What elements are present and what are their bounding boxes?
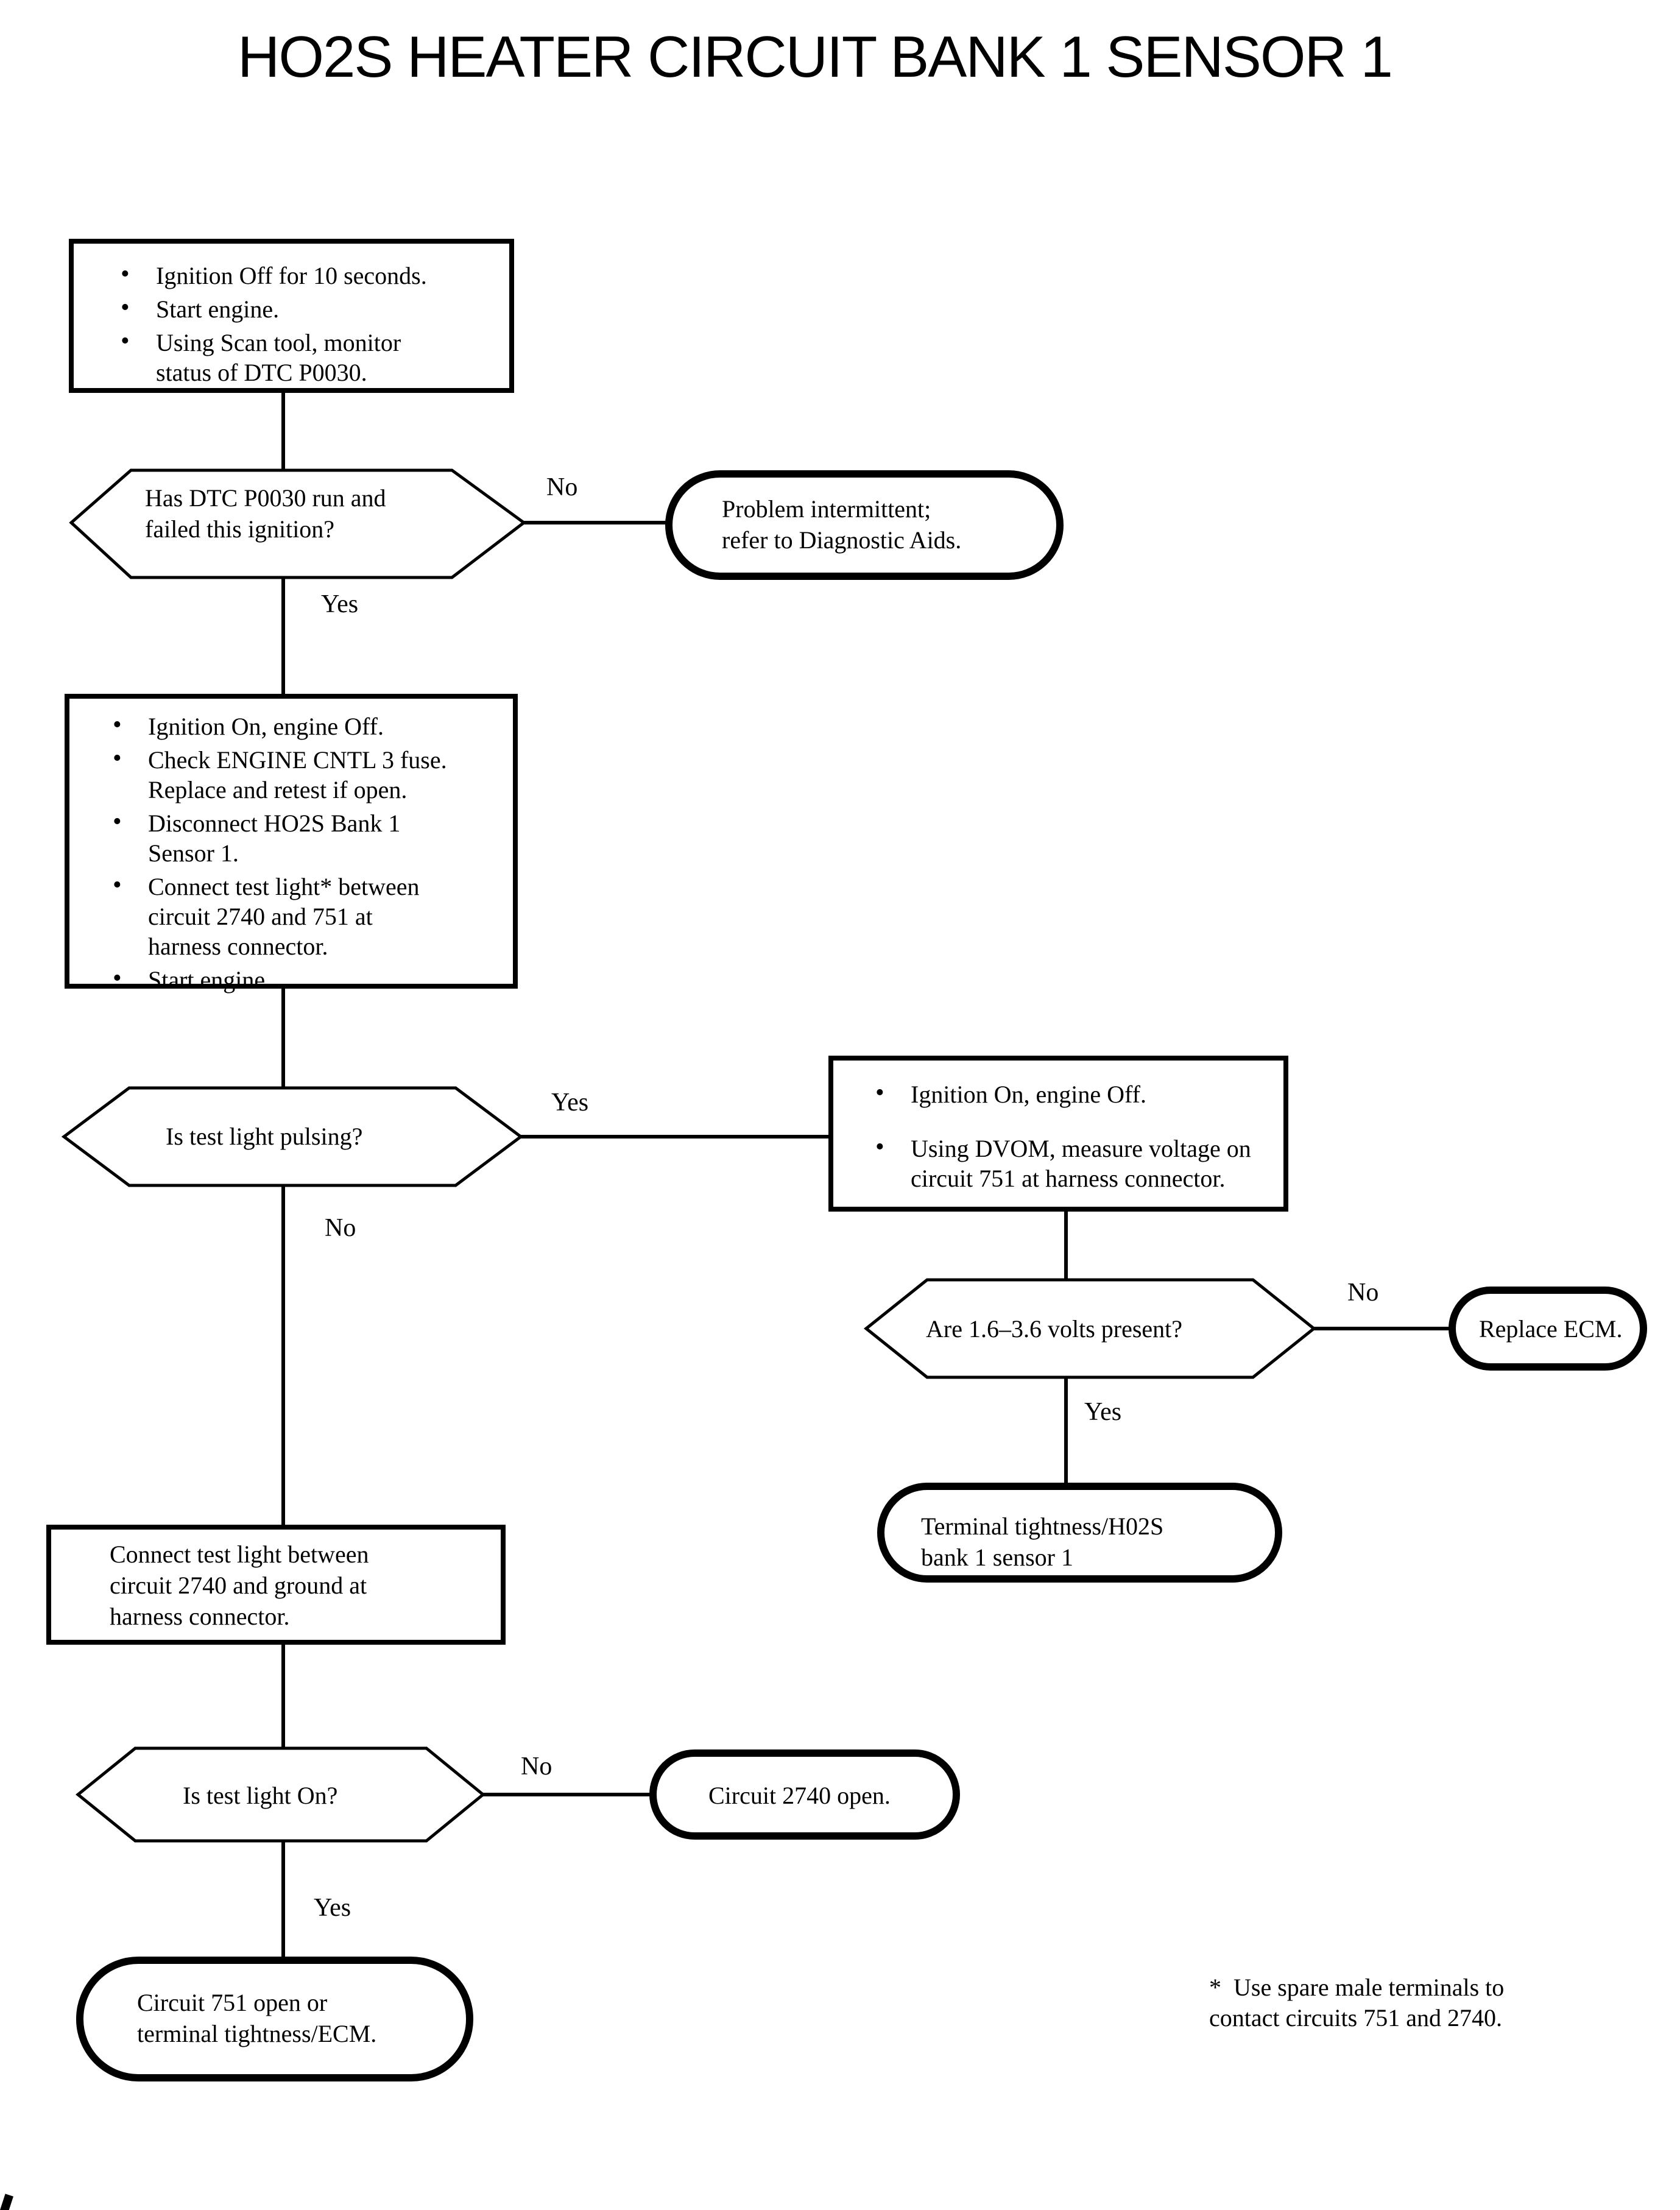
decision-light-on-no-label: No xyxy=(521,1753,552,1781)
decision-pulsing-yes-label: Yes xyxy=(551,1089,589,1117)
decision-volts-hexagon xyxy=(863,1278,1317,1379)
decision-dtc-question: Has DTC P0030 run and failed this igniti… xyxy=(145,484,386,543)
footnote: * Use spare male terminals to contact ci… xyxy=(1209,1974,1505,2032)
decision-pulsing-hexagon xyxy=(61,1086,524,1187)
decision-light-on-yes-label: Yes xyxy=(314,1894,351,1922)
step3-bullet-1: Ignition On, engine Off. xyxy=(911,1081,1146,1108)
step1-bullet-2: Start engine. xyxy=(156,295,280,323)
bullet-item: Disconnect HO2S Bank 1 Sensor 1. xyxy=(113,807,478,868)
terminal-circuit2740-text: Circuit 2740 open. xyxy=(708,1782,891,1809)
step1-bullet-3: Using Scan tool, monitor status of DTC P… xyxy=(156,329,401,386)
step4-box xyxy=(46,1525,506,1645)
terminal-tightness-oval xyxy=(877,1483,1282,1583)
bullet-item: Check ENGINE CNTL 3 fuse. Replace and re… xyxy=(113,744,478,805)
terminal-replace-ecm-text: Replace ECM. xyxy=(1479,1315,1623,1343)
bullet-item: Ignition On, engine Off. xyxy=(113,710,478,741)
step2-bullet-1: Ignition On, engine Off. xyxy=(148,713,384,740)
bullet-item: Start engine. xyxy=(113,964,478,995)
decision-volts-yes-label: Yes xyxy=(1084,1398,1122,1426)
step1-bullet-list: Ignition Off for 10 seconds. Start engin… xyxy=(121,259,462,391)
bullet-item: Start engine. xyxy=(121,293,462,324)
terminal-intermittent-text: Problem intermittent; refer to Diagnosti… xyxy=(722,495,962,554)
decision-light-on-hexagon xyxy=(76,1746,485,1843)
terminal-circuit751-text: Circuit 751 open or terminal tightness/E… xyxy=(137,1989,377,2047)
decision-dtc-no-label: No xyxy=(546,473,578,501)
decision-light-on-question: Is test light On? xyxy=(183,1782,338,1809)
bullet-item: Connect test light* between circuit 2740… xyxy=(113,870,478,961)
step2-bullet-2: Check ENGINE CNTL 3 fuse. Replace and re… xyxy=(148,746,447,803)
step4-text: Connect test light between circuit 2740 … xyxy=(110,1541,369,1630)
bullet-item: Ignition On, engine Off. xyxy=(875,1078,1265,1109)
bullet-item: Ignition Off for 10 seconds. xyxy=(121,259,462,291)
terminal-replace-ecm-oval xyxy=(1449,1287,1647,1371)
terminal-tightness-text: Terminal tightness/H02S bank 1 sensor 1 xyxy=(921,1513,1164,1571)
step2-bullet-5: Start engine. xyxy=(148,966,272,994)
decision-pulsing-question: Is test light pulsing? xyxy=(166,1123,363,1150)
step2-bullet-4: Connect test light* between circuit 2740… xyxy=(148,873,420,960)
page-title: HO2S HEATER CIRCUIT BANK 1 SENSOR 1 xyxy=(238,24,1393,90)
decision-dtc-yes-label: Yes xyxy=(321,590,359,618)
terminal-circuit2740-oval xyxy=(649,1749,960,1840)
step2-bullet-list: Ignition On, engine Off. Check ENGINE CN… xyxy=(113,710,478,998)
bullet-item: Using Scan tool, monitor status of DTC P… xyxy=(121,327,462,387)
step3-bullet-list: Ignition On, engine Off. Using DVOM, mea… xyxy=(875,1078,1265,1218)
bullet-item: Using DVOM, measure voltage on circuit 7… xyxy=(875,1132,1265,1193)
decision-volts-no-label: No xyxy=(1347,1279,1379,1307)
decision-volts-question: Are 1.6–3.6 volts present? xyxy=(926,1315,1183,1343)
terminal-circuit751-oval xyxy=(76,1957,473,2081)
decision-dtc-hexagon xyxy=(69,468,527,579)
terminal-intermittent-oval xyxy=(665,470,1064,580)
decision-pulsing-no-label: No xyxy=(325,1214,356,1242)
step2-bullet-3: Disconnect HO2S Bank 1 Sensor 1. xyxy=(148,810,401,867)
step3-bullet-2: Using DVOM, measure voltage on circuit 7… xyxy=(911,1135,1251,1192)
step1-bullet-1: Ignition Off for 10 seconds. xyxy=(156,262,427,289)
